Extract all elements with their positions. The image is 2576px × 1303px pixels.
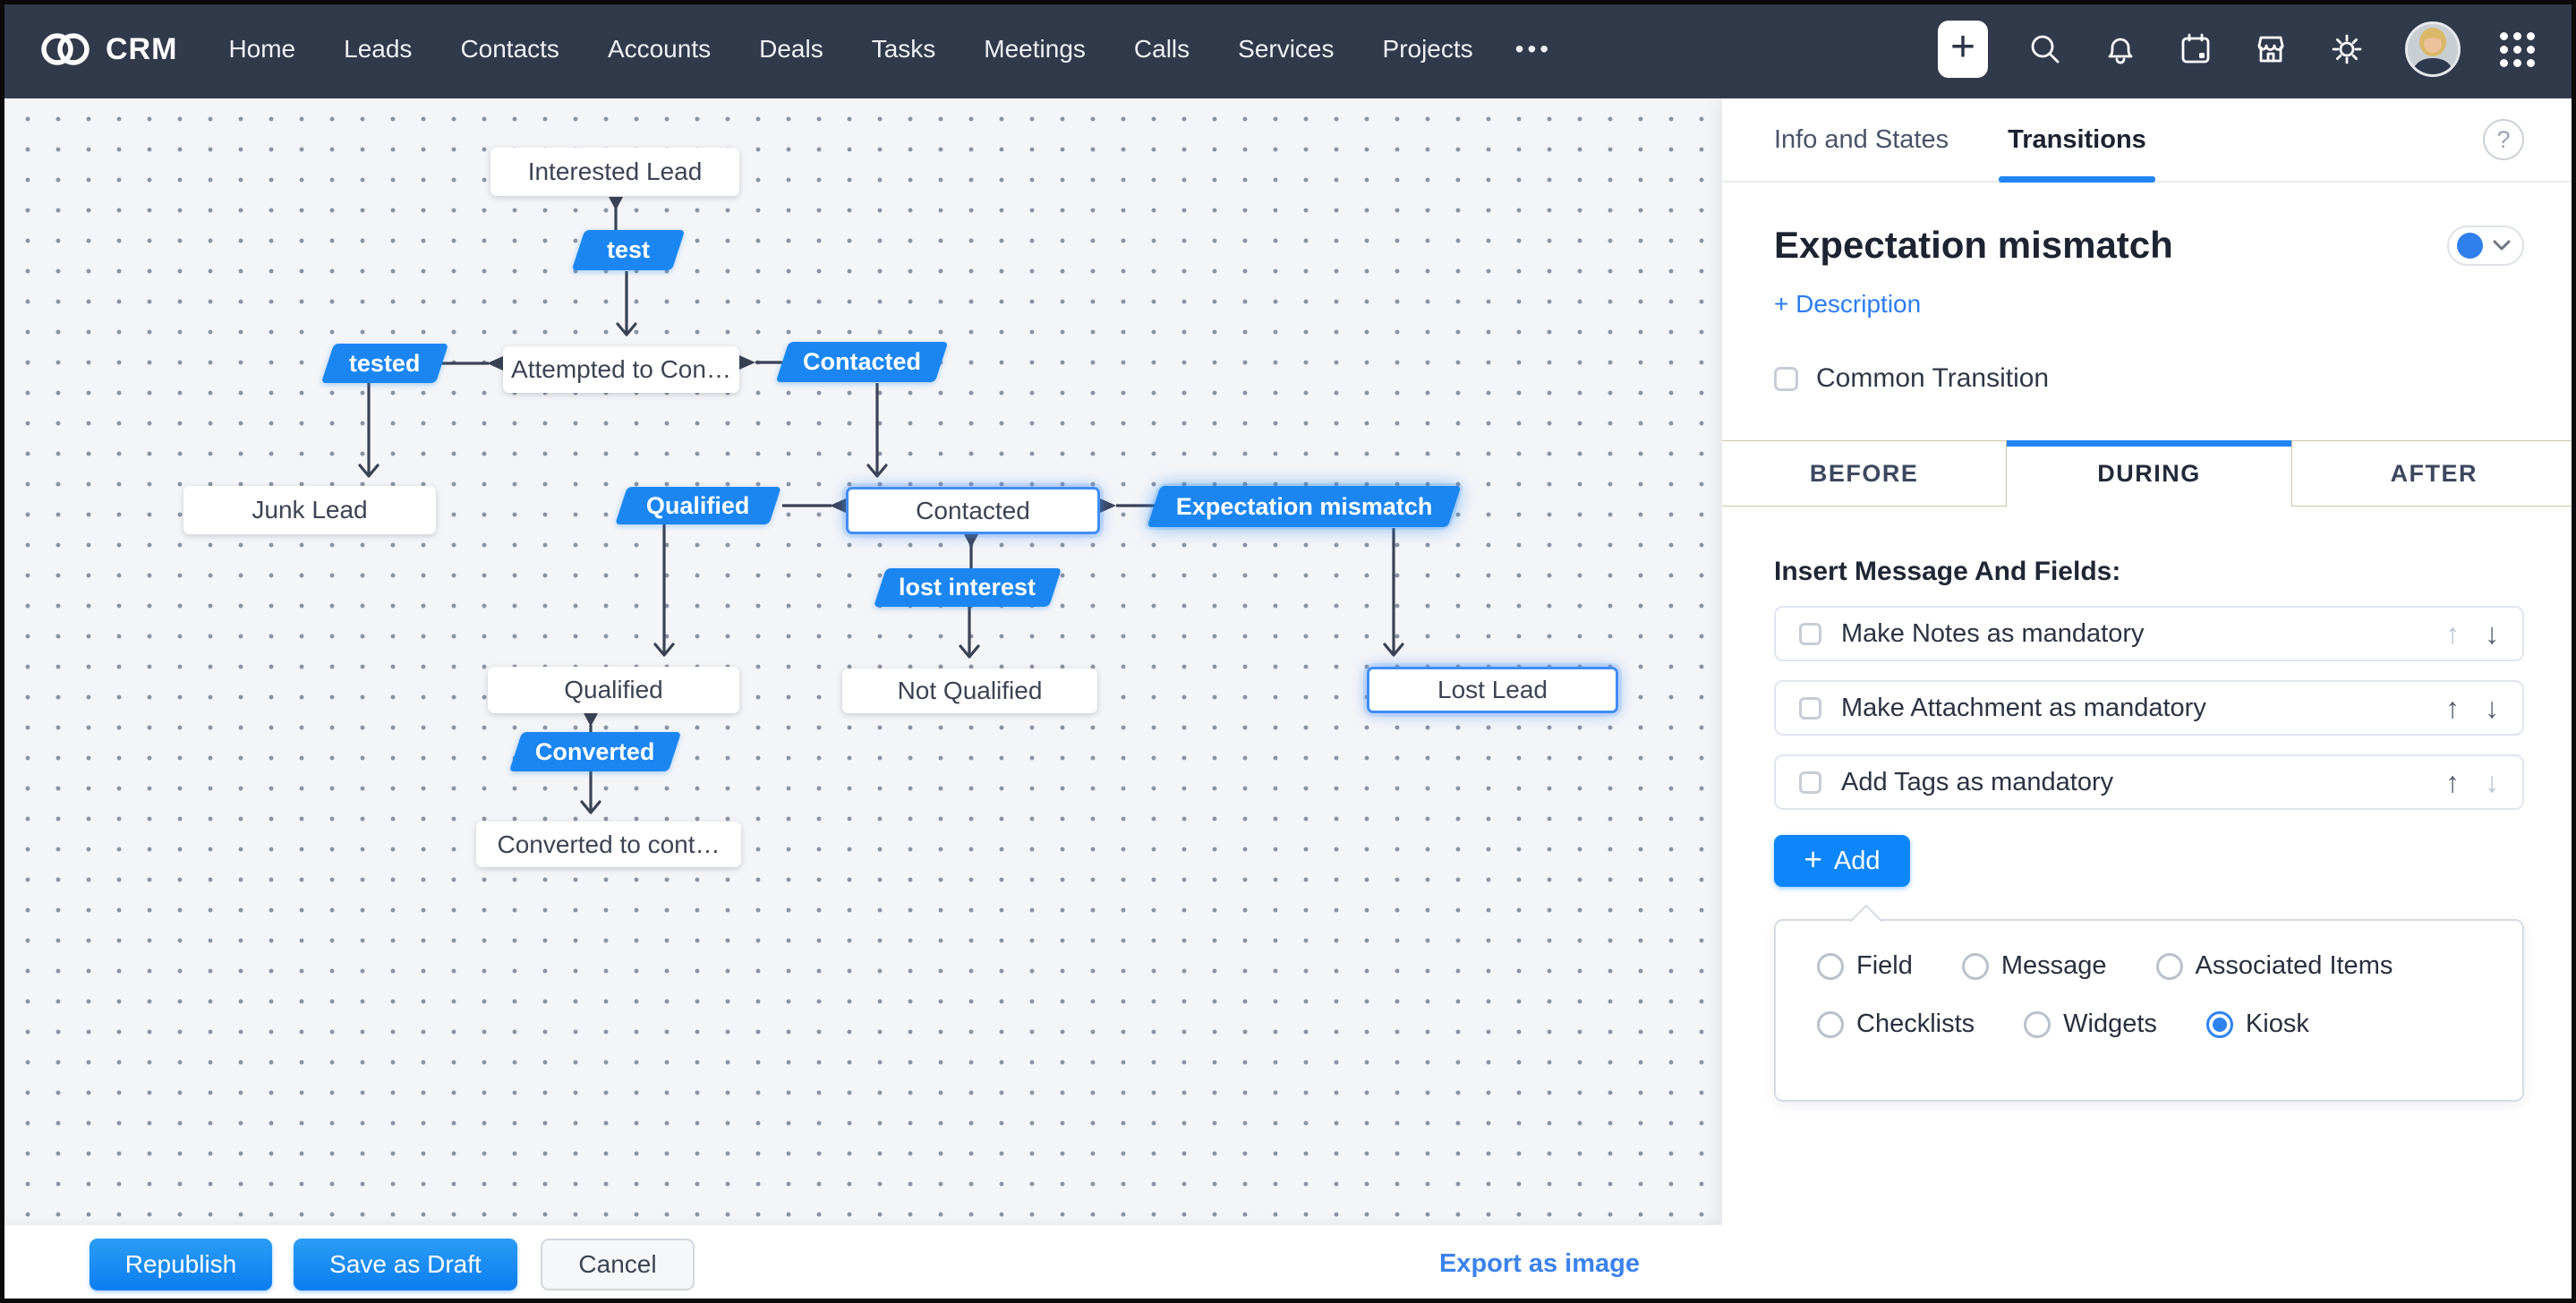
transition-settings-panel: Info and States Transitions ? Expectatio… (1722, 98, 2576, 1303)
help-icon[interactable]: ? (2483, 119, 2524, 160)
radio-icon (1817, 952, 1844, 980)
menu-item-meetings[interactable]: Meetings (984, 35, 1086, 63)
stage-tabs: BEFORE DURING AFTER (1722, 440, 2576, 507)
move-down-icon[interactable]: ↓ (2485, 617, 2499, 650)
mandatory-row-tags: Add Tags as mandatory ↑ ↓ (1774, 754, 2524, 810)
cancel-button[interactable]: Cancel (541, 1238, 695, 1290)
menu-item-accounts[interactable]: Accounts (607, 35, 712, 63)
tags-checkbox[interactable] (1799, 771, 1821, 794)
transition-contacted[interactable]: Contacted (775, 342, 949, 382)
main-menu: Home Leads Contacts Accounts Deals Tasks… (204, 35, 1570, 64)
add-options-popup: Field Message Associated Items Checklist… (1774, 919, 2524, 1102)
tab-after[interactable]: AFTER (2290, 440, 2576, 507)
radio-icon (1961, 952, 1989, 980)
transition-qualified[interactable]: Qualified (615, 487, 781, 524)
radio-widgets[interactable]: Widgets (2024, 1009, 2157, 1039)
mandatory-row-attachment: Make Attachment as mandatory ↑ ↓ (1774, 680, 2524, 736)
user-avatar[interactable] (2405, 21, 2461, 77)
menu-item-services[interactable]: Services (1238, 35, 1335, 63)
transition-tested[interactable]: tested (320, 344, 449, 383)
republish-button[interactable]: Republish (90, 1238, 272, 1290)
state-node-not-qualified[interactable]: Not Qualified (842, 669, 1097, 713)
export-as-image-link[interactable]: Export as image (1438, 1249, 1640, 1278)
radio-kiosk[interactable]: Kiosk (2205, 1009, 2309, 1039)
menu-item-home[interactable]: Home (228, 35, 296, 63)
panel-tabs: Info and States Transitions ? (1722, 98, 2576, 183)
canvas-action-bar: Republish Save as Draft Cancel Export as… (0, 1224, 1722, 1303)
transition-title: Expectation mismatch (1774, 224, 2173, 266)
gear-icon[interactable] (2328, 30, 2366, 68)
attachment-checkbox[interactable] (1799, 696, 1821, 720)
state-node-attempted-to-contact[interactable]: Attempted to Con… (503, 346, 739, 393)
menu-item-deals[interactable]: Deals (759, 35, 823, 63)
menu-item-leads[interactable]: Leads (344, 35, 413, 63)
radio-icon (2155, 952, 2183, 980)
transition-expectation-mismatch[interactable]: Expectation mismatch (1147, 486, 1462, 527)
tab-transitions[interactable]: Transitions (1999, 98, 2155, 183)
menu-item-tasks[interactable]: Tasks (871, 35, 936, 63)
menu-item-calls[interactable]: Calls (1133, 35, 1190, 63)
menu-item-projects[interactable]: Projects (1382, 35, 1473, 63)
menu-item-contacts[interactable]: Contacts (460, 35, 559, 63)
nav-right-icons: + (1938, 21, 2535, 78)
calendar-icon[interactable] (2178, 31, 2213, 67)
common-transition-row: Common Transition (1774, 363, 2524, 394)
radio-message[interactable]: Message (1961, 951, 2107, 981)
move-up-icon[interactable]: ↑ (2445, 766, 2460, 798)
search-icon[interactable] (2027, 31, 2063, 67)
transition-lost-interest[interactable]: lost interest (874, 568, 1062, 607)
move-up-icon[interactable]: ↑ (2445, 692, 2460, 724)
state-node-junk-lead[interactable]: Junk Lead (183, 486, 436, 534)
flow-edges (358, 197, 1404, 814)
state-node-converted-to-contact[interactable]: Converted to cont… (476, 822, 741, 867)
radio-icon (2024, 1010, 2051, 1038)
state-node-qualified[interactable]: Qualified (488, 667, 739, 713)
common-transition-checkbox[interactable] (1774, 366, 1798, 391)
app-grid-icon[interactable] (2500, 31, 2535, 67)
radio-icon (1817, 1010, 1844, 1038)
add-button[interactable]: + Add (1774, 835, 1910, 887)
move-down-icon[interactable]: ↓ (2485, 692, 2499, 724)
radio-associated-items[interactable]: Associated Items (2155, 951, 2393, 981)
brand[interactable]: CRM (39, 30, 177, 69)
create-plus-button[interactable]: + (1938, 21, 1988, 78)
state-node-lost-lead[interactable]: Lost Lead (1367, 667, 1618, 713)
menu-more-icon[interactable]: ••• (1514, 35, 1553, 63)
plus-icon: + (1804, 841, 1822, 877)
chevron-down-icon (2493, 240, 2511, 251)
radio-field[interactable]: Field (1817, 951, 1913, 981)
save-as-draft-button[interactable]: Save as Draft (294, 1238, 517, 1290)
top-nav: CRM Home Leads Contacts Accounts Deals T… (0, 0, 2576, 98)
state-node-interested-lead[interactable]: Interested Lead (490, 148, 739, 196)
blueprint-canvas[interactable]: Interested Lead Attempted to Con… Junk L… (0, 98, 1722, 1303)
move-up-icon[interactable]: ↑ (2445, 617, 2460, 650)
tab-during[interactable]: DURING (2006, 440, 2291, 507)
radio-checklists[interactable]: Checklists (1817, 1009, 1975, 1039)
zoho-logo-icon (39, 30, 91, 69)
bell-icon[interactable] (2103, 31, 2138, 67)
status-toggle[interactable] (2447, 225, 2524, 266)
marketplace-store-icon[interactable] (2253, 31, 2289, 67)
brand-label: CRM (106, 31, 178, 66)
move-down-icon[interactable]: ↓ (2485, 766, 2499, 798)
status-dot-icon (2457, 232, 2483, 259)
add-description-link[interactable]: + Description (1774, 290, 1922, 318)
state-node-contacted[interactable]: Contacted (846, 487, 1100, 534)
insert-section-title: Insert Message And Fields: (1774, 557, 2121, 586)
tab-before[interactable]: BEFORE (1722, 440, 2007, 507)
common-transition-label: Common Transition (1816, 363, 2050, 393)
transition-converted[interactable]: Converted (508, 732, 682, 771)
radio-selected-icon (2205, 1010, 2233, 1038)
transition-test[interactable]: test (571, 230, 686, 270)
mandatory-row-notes: Make Notes as mandatory ↑ ↓ (1774, 606, 2524, 661)
notes-checkbox[interactable] (1799, 622, 1821, 645)
tab-info-and-states[interactable]: Info and States (1774, 124, 1949, 154)
